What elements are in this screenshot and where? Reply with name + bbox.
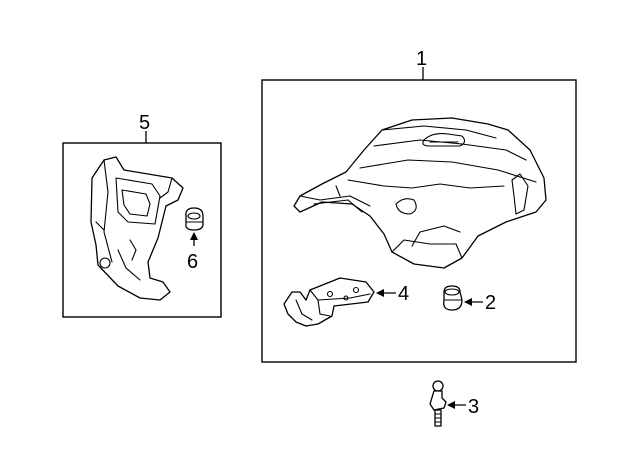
callout-1[interactable]: 1 xyxy=(416,48,427,70)
left-group-box xyxy=(62,142,222,318)
part-6-grommet[interactable] xyxy=(185,207,204,231)
part-5-shield[interactable] xyxy=(90,156,184,301)
callout-3[interactable]: 3 xyxy=(468,396,479,418)
callout-4[interactable]: 4 xyxy=(398,283,409,305)
part-2-nut[interactable] xyxy=(443,285,463,311)
callout-5[interactable]: 5 xyxy=(139,112,150,134)
right-group-box xyxy=(261,79,577,363)
callout-2[interactable]: 2 xyxy=(485,292,496,314)
part-4-bracket[interactable] xyxy=(283,277,375,327)
right-group: 1 4 xyxy=(261,48,577,363)
left-group: 5 6 xyxy=(62,112,222,318)
callout-6[interactable]: 6 xyxy=(187,251,198,273)
part-3-stud[interactable] xyxy=(429,380,447,427)
part-1-engine-cover[interactable] xyxy=(293,117,547,269)
